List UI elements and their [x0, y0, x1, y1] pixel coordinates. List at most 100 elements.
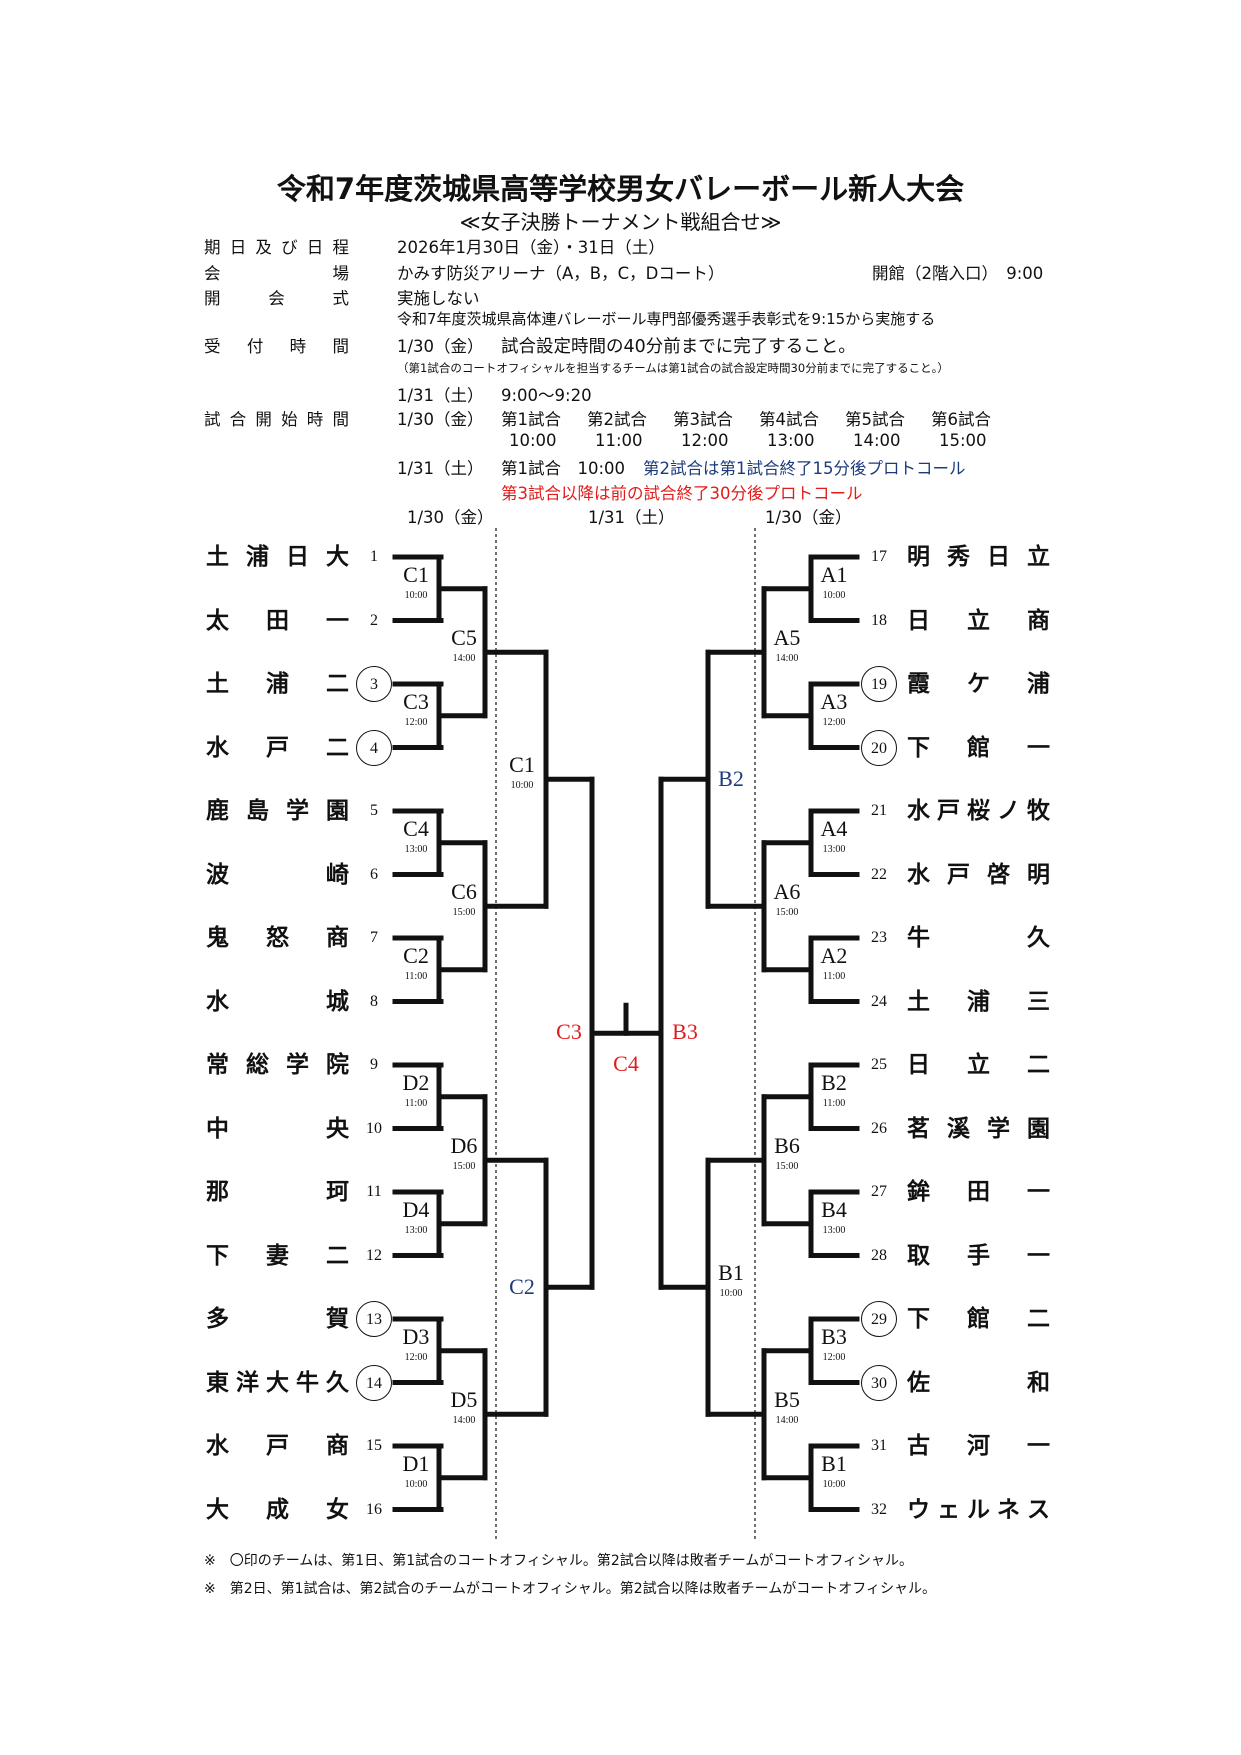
circled-seed-number: 19	[861, 666, 897, 702]
match-slot-time: 14:00	[853, 431, 901, 450]
match-slot-time: 12:00	[681, 431, 729, 450]
match-time: 15:00	[775, 1161, 799, 1173]
seed-number: 9	[370, 1056, 378, 1073]
reception-day1-text: 試合設定時間の40分前までに完了すること。	[501, 337, 856, 357]
match-time: 10:00	[719, 1288, 743, 1300]
team-name: 土浦三	[907, 988, 1050, 1015]
team-name: 取手一	[907, 1242, 1050, 1269]
match-label: B3	[821, 1323, 847, 1349]
seed-number: 32	[871, 1500, 887, 1518]
circled-seed-number: 20	[861, 729, 897, 766]
team-name: 鉾田一	[907, 1179, 1050, 1205]
match-time: 15:00	[775, 907, 799, 919]
match-time: 15:00	[452, 1161, 476, 1173]
team-name: 牛久	[907, 925, 1050, 951]
note-2: ※ 第2日、第1試合は、第2試合のチームがコートオフィシャル。第2試合以降は敗者…	[204, 1581, 936, 1597]
team-name: 日立二	[907, 1052, 1050, 1078]
circled-seed-number: 14	[356, 1364, 392, 1401]
match-slot-label: 第2試合	[587, 410, 647, 429]
match-label: D6	[450, 1133, 478, 1159]
seed-number: 28	[871, 1246, 887, 1264]
final-left-label: C3	[556, 1019, 582, 1045]
team-name: 水戸啓明	[907, 861, 1050, 888]
match-label: D1	[402, 1450, 430, 1476]
seed-number: 25	[871, 1056, 887, 1073]
match-slot-time: 15:00	[939, 431, 987, 450]
match-slot-label: 第3試合	[673, 410, 733, 429]
match-time: 12:00	[822, 1351, 846, 1363]
team-name: 茗溪学園	[907, 1115, 1050, 1142]
seed-number: 21	[871, 802, 887, 819]
match-time: 11:00	[822, 970, 846, 982]
match-label: D4	[402, 1196, 430, 1222]
start-day1: 1/30（金）	[397, 410, 484, 429]
seed-number: 6	[370, 865, 378, 883]
match-label: C1	[403, 561, 429, 587]
seed-number: 11	[366, 1183, 382, 1200]
seed-number: 12	[366, 1246, 382, 1264]
ceremony-value: 実施しない	[397, 289, 480, 308]
seed-number: 23	[871, 929, 887, 946]
match-label: C2	[403, 942, 429, 968]
match-time: 13:00	[404, 1224, 428, 1236]
seed-number: 16	[366, 1500, 382, 1518]
team-name: 水戸二	[206, 734, 349, 761]
reception-day2-text: 9:00～9:20	[501, 386, 592, 405]
award-text: 令和7年度茨城県高体連バレーボール専門部優秀選手表彰式を9:15から実施する	[397, 310, 936, 328]
match-label: A3	[820, 688, 848, 714]
team-name: 東洋大牛久	[206, 1369, 349, 1396]
match-label: D2	[402, 1069, 430, 1095]
match-time: 13:00	[404, 843, 428, 855]
page-subtitle: ≪女子決勝トーナメント戦組合せ≫	[459, 210, 782, 234]
team-name: 水戸桜ノ牧	[907, 798, 1050, 824]
seed-number: 2	[370, 611, 378, 629]
reception-day1: 1/30（金）	[397, 337, 484, 356]
match-label: B2	[821, 1069, 847, 1095]
team-name: 中央	[206, 1115, 349, 1142]
match-time: 14:00	[775, 653, 799, 665]
team-name: 大成女	[206, 1496, 349, 1523]
dates-label: 期日及び日程	[204, 238, 349, 257]
match-label: B6	[774, 1133, 800, 1159]
page-title: 令和7年度茨城県高等学校男女バレーボール新人大会	[276, 172, 965, 206]
circled-seed-number: 3	[356, 666, 392, 702]
match-label: A2	[820, 942, 848, 968]
match-time: 11:00	[404, 1097, 428, 1109]
team-name: 波崎	[206, 861, 349, 888]
team-name: 土浦二	[206, 671, 349, 697]
team-name: 下妻二	[206, 1242, 349, 1269]
start-label: 試合開始時間	[204, 410, 349, 429]
reception-label: 受付時間	[204, 337, 349, 356]
seed-number: 8	[370, 992, 378, 1010]
start-day2-blue-note: 第2試合は第1試合終了15分後プロトコール	[643, 459, 966, 478]
match-time: 12:00	[404, 1351, 428, 1363]
venue-label: 会場	[204, 264, 349, 283]
match-time: 14:00	[452, 1415, 476, 1427]
day-header-left: 1/30（金）	[407, 508, 494, 527]
start-day2: 1/31（土）	[397, 459, 484, 478]
match-label: A4	[820, 815, 848, 841]
seed-number: 31	[871, 1437, 887, 1454]
match-time: 14:00	[775, 1415, 799, 1427]
team-name: 日立商	[907, 607, 1050, 634]
team-name: 太田一	[206, 607, 349, 634]
seed-number: 26	[871, 1119, 887, 1137]
team-name: 明秀日立	[907, 544, 1050, 570]
day-header-right: 1/30（金）	[765, 508, 852, 527]
team-name: 古河一	[907, 1433, 1050, 1459]
team-name: 下館一	[907, 734, 1050, 761]
match-time: 10:00	[404, 589, 428, 601]
team-name: 多賀	[206, 1306, 349, 1332]
team-name: 水戸商	[206, 1433, 349, 1459]
match-slot-time: 13:00	[767, 431, 815, 450]
match-slot-label: 第4試合	[759, 410, 819, 429]
team-name: 霞ケ浦	[907, 671, 1050, 697]
match-time: 13:00	[822, 1224, 846, 1236]
team-name: 土浦日大	[206, 544, 349, 570]
match-label: B1	[821, 1450, 847, 1476]
reception-day2: 1/31（土）	[397, 386, 484, 405]
start-day2-first: 第1試合 10:00	[501, 459, 626, 478]
match-time: 12:00	[822, 716, 846, 728]
team-name: 水城	[206, 988, 349, 1015]
